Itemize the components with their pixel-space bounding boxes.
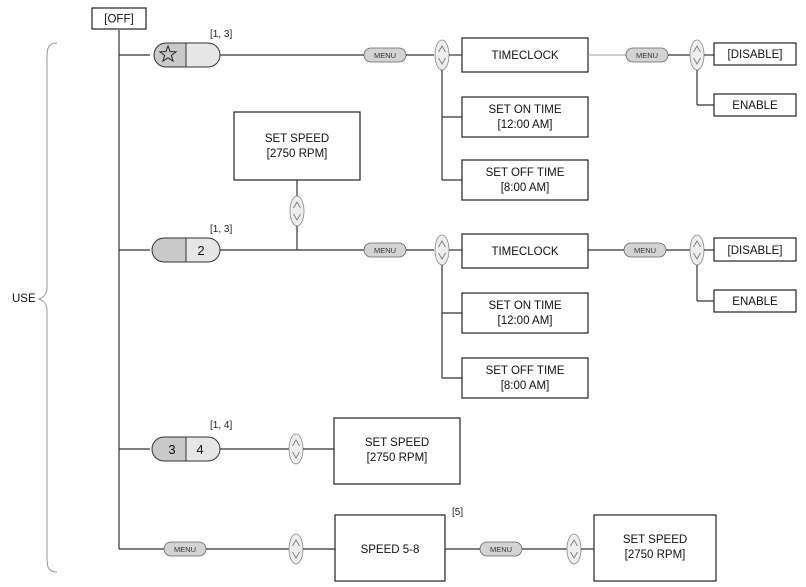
svg-text:SET OFF TIME: SET OFF TIME	[486, 365, 565, 377]
up-down-arrows-icon	[434, 39, 450, 71]
menu-button-r1b: MENU	[625, 47, 669, 63]
menu-button-r1: MENU	[363, 47, 407, 63]
svg-text:SET SPEED: SET SPEED	[365, 437, 429, 449]
svg-text:[2750 RPM]: [2750 RPM]	[267, 148, 328, 160]
svg-text:4: 4	[196, 442, 203, 457]
svg-text:MENU: MENU	[636, 51, 658, 60]
set-on-time-node-r1: SET ON TIME [12:00 AM]	[461, 96, 589, 138]
timeclock-node-r2: TIMECLOCK	[461, 233, 589, 269]
set-speed-node-r4: SET SPEED [2750 RPM]	[593, 514, 717, 582]
up-down-arrows-icon	[689, 234, 705, 266]
menu-button-r4b: MENU	[479, 541, 523, 557]
timeclock-node-r1: TIMECLOCK	[461, 37, 589, 73]
speed-5-8-node: SPEED 5-8	[334, 514, 446, 582]
note-row3: [1, 4]	[210, 420, 232, 431]
svg-text:SET SPEED: SET SPEED	[265, 133, 329, 145]
up-down-arrows-icon	[434, 234, 450, 266]
svg-text:MENU: MENU	[634, 246, 656, 255]
svg-text:SET ON TIME: SET ON TIME	[488, 104, 561, 116]
menu-button-r2: MENU	[363, 242, 407, 258]
star-icon	[158, 44, 178, 63]
svg-text:ENABLE: ENABLE	[732, 296, 778, 308]
off-node: [OFF]	[91, 7, 147, 30]
svg-text:[2750 RPM]: [2750 RPM]	[367, 452, 428, 464]
svg-text:[8:00 AM]: [8:00 AM]	[501, 380, 550, 392]
speed-2-button: 2	[151, 237, 221, 263]
note-row1: [1, 3]	[210, 29, 232, 40]
set-speed-node-r3: SET SPEED [2750 RPM]	[333, 417, 461, 485]
set-off-time-node-r2: SET OFF TIME [8:00 AM]	[461, 357, 589, 399]
set-speed-node-r2: SET SPEED [2750 RPM]	[233, 111, 361, 181]
note-row2: [1, 3]	[210, 224, 232, 235]
enable-node-r1: ENABLE	[713, 93, 797, 117]
disable-node-r2: [DISABLE]	[713, 237, 797, 262]
brace-icon	[37, 42, 58, 573]
up-down-arrows-icon	[288, 433, 304, 465]
svg-text:[12:00 AM]: [12:00 AM]	[498, 315, 553, 327]
menu-button-r4: MENU	[163, 541, 207, 557]
svg-text:TIMECLOCK: TIMECLOCK	[491, 50, 558, 62]
svg-text:ENABLE: ENABLE	[732, 100, 778, 112]
star-button	[153, 42, 221, 68]
svg-text:SET ON TIME: SET ON TIME	[488, 300, 561, 312]
enable-node-r2: ENABLE	[713, 289, 797, 313]
off-label: [OFF]	[104, 14, 133, 26]
up-down-arrows-icon	[289, 195, 305, 227]
svg-text:MENU: MENU	[374, 51, 396, 60]
svg-text:[8:00 AM]: [8:00 AM]	[501, 182, 550, 194]
svg-text:MENU: MENU	[174, 545, 196, 554]
svg-text:SET SPEED: SET SPEED	[623, 534, 687, 546]
set-on-time-node-r2: SET ON TIME [12:00 AM]	[461, 292, 589, 334]
svg-text:[DISABLE]: [DISABLE]	[728, 245, 783, 257]
use-brace: USE	[12, 42, 58, 573]
svg-text:MENU: MENU	[374, 246, 396, 255]
svg-text:SPEED 5-8: SPEED 5-8	[361, 544, 420, 556]
speed-3-4-button: 3 4	[151, 436, 221, 462]
svg-text:[12:00 AM]: [12:00 AM]	[498, 119, 553, 131]
svg-text:SET OFF TIME: SET OFF TIME	[486, 167, 565, 179]
svg-text:MENU: MENU	[490, 545, 512, 554]
disable-node-r1: [DISABLE]	[713, 42, 797, 66]
menu-button-r2b: MENU	[623, 242, 667, 258]
svg-text:3: 3	[168, 442, 175, 457]
use-label: USE	[12, 293, 36, 305]
set-off-time-node-r1: SET OFF TIME [8:00 AM]	[461, 159, 589, 201]
svg-text:TIMECLOCK: TIMECLOCK	[491, 246, 558, 258]
svg-text:[DISABLE]: [DISABLE]	[728, 49, 783, 61]
up-down-arrows-icon	[566, 533, 582, 565]
svg-text:2: 2	[197, 243, 204, 258]
note-row4: [5]	[452, 507, 463, 518]
svg-text:[2750 RPM]: [2750 RPM]	[625, 549, 686, 561]
up-down-arrows-icon	[288, 533, 304, 565]
up-down-arrows-icon	[689, 39, 705, 71]
